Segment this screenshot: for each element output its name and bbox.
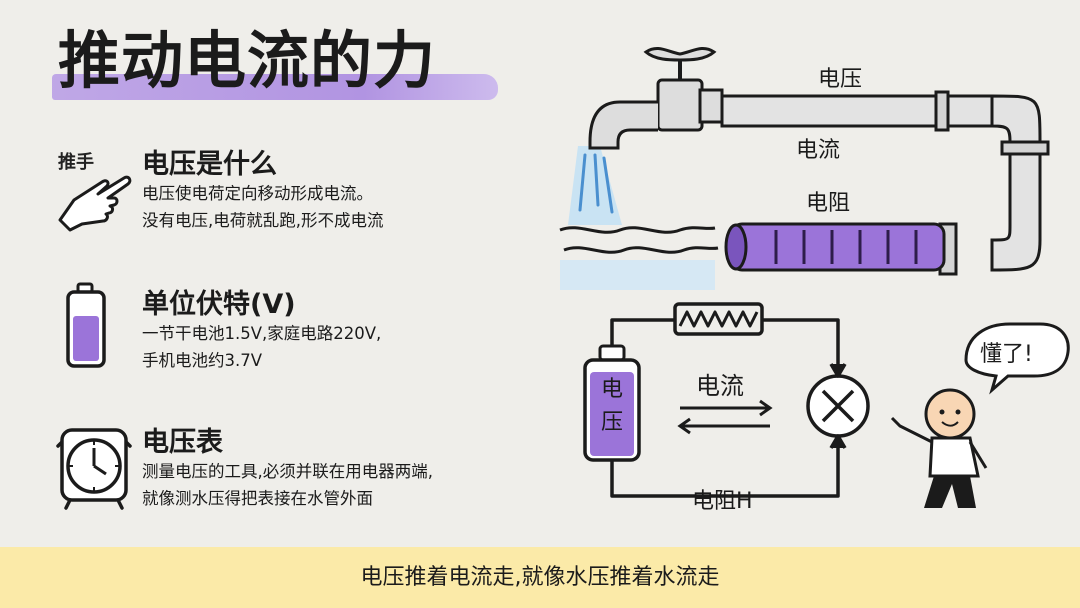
pipe-label-voltage: 电压 <box>818 67 862 92</box>
pointing-hand-icon: 推手 <box>58 151 132 232</box>
section-title: 电压是什么 <box>142 149 277 180</box>
page-title: 推动电流的力 <box>58 24 437 97</box>
pipe-label-resistance: 电阻 <box>806 191 850 216</box>
speech-bubble-text: 懂了! <box>980 342 1033 367</box>
battery-label-2: 压 <box>601 410 623 435</box>
circuit-current-label: 电流 <box>696 372 744 400</box>
section-line: 手机电池约3.7V <box>142 351 263 370</box>
section-unit-volt: 单位伏特(V) 一节干电池1.5V,家庭电路220V, 手机电池约3.7V <box>52 282 552 382</box>
water-splash <box>559 146 719 290</box>
section-line: 电压使电荷定向移动形成电流。 <box>142 184 373 203</box>
pipe-label-current: 电流 <box>796 138 840 163</box>
footer-text: 电压推着电流走,就像水压推着水流走 <box>360 565 720 590</box>
character-icon <box>890 322 1070 508</box>
battery-icon <box>66 282 106 368</box>
battery-label-1: 电 <box>601 377 623 402</box>
current-arrows <box>677 399 773 435</box>
section-body: 测量电压的工具,必须并联在用电器两端, 就像测水压得把表接在水管外面 <box>142 458 433 512</box>
section-body: 一节干电池1.5V,家庭电路220V, 手机电池约3.7V <box>142 320 381 374</box>
footer-banner: 电压推着电流走,就像水压推着水流走 <box>0 547 1080 608</box>
faucet-icon <box>588 47 724 150</box>
section-title: 电压表 <box>142 427 223 458</box>
section-voltmeter: 电压表 测量电压的工具,必须并联在用电器两端, 就像测水压得把表接在水管外面 <box>52 420 552 520</box>
section-what-is-voltage: 推手 电压是什么 电压使电荷定向移动形成电流。 没有电压,电荷就乱跑,形不成电流 <box>52 142 552 242</box>
title-block: 推动电流的力 <box>52 22 502 112</box>
analogy-diagram: 电压 电流 电阻 电 压 电流 电阻H 懂了! <box>559 47 1070 514</box>
section-line: 一节干电池1.5V,家庭电路220V, <box>142 324 382 343</box>
alarm-clock-icon <box>56 428 132 510</box>
circuit-diagram <box>610 302 870 498</box>
hand-sign-text: 推手 <box>58 151 94 173</box>
section-line: 没有电压,电荷就乱跑,形不成电流 <box>142 211 384 230</box>
section-line: 就像测水压得把表接在水管外面 <box>142 489 373 508</box>
section-line: 测量电压的工具,必须并联在用电器两端, <box>142 462 433 481</box>
circuit-resistance-label: 电阻H <box>692 489 753 514</box>
battery-cell <box>583 344 641 462</box>
water-pipe <box>720 90 1050 276</box>
section-body: 电压使电荷定向移动形成电流。 没有电压,电荷就乱跑,形不成电流 <box>142 180 384 234</box>
section-title: 单位伏特(V) <box>142 289 296 320</box>
title-highlight <box>52 74 498 100</box>
